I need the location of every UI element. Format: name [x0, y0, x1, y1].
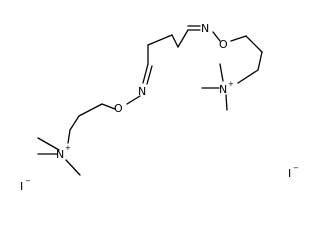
- iodide-right-charge: −: [293, 164, 299, 172]
- iodide-left-charge: −: [25, 177, 31, 185]
- bond-chain-right-3: [237, 69, 259, 84]
- charge-ammonium-right: +: [228, 80, 234, 88]
- charge-ammonium-left: +: [65, 144, 71, 152]
- bond-n-o-right: [212, 31, 221, 42]
- iodide-right-symbol: I: [288, 167, 291, 180]
- atom-n-imine-right: N: [201, 22, 209, 35]
- bond-c3-c4: [171, 34, 179, 48]
- bond-chain-left-3: [67, 129, 71, 144]
- atom-n-ammonium-left: N: [56, 148, 64, 161]
- atom-o-oxime-left: O: [114, 102, 123, 115]
- bond-o-c-right: [230, 35, 247, 42]
- bond-n-o-left: [126, 95, 141, 105]
- bond-chain-right-2: [257, 51, 263, 71]
- bond-chain-left-2: [69, 115, 80, 131]
- atom-n-ammonium-right: N: [219, 83, 227, 96]
- bond-c4-c5: [177, 29, 189, 48]
- bond-imine-left-1: [142, 63, 149, 84]
- bond-c2-c3: [147, 34, 173, 46]
- molecule-structure: N O N + N O N + I − I −: [20, 22, 299, 193]
- bond-imine-left-2: [146, 65, 153, 85]
- bond-chain-right-1: [245, 35, 263, 53]
- bond-methyl-left-top: [37, 137, 60, 151]
- bond-methyl-right-top: [219, 63, 224, 82]
- bond-methyl-left-bottom: [65, 159, 81, 176]
- bond-o-c-left: [101, 103, 116, 110]
- iodide-left-symbol: I: [20, 180, 23, 193]
- atom-o-oxime-right: O: [219, 38, 228, 51]
- bond-chain-left-1: [78, 103, 103, 117]
- bond-methyl-right-bottom: [225, 94, 228, 111]
- atom-n-imine-left: N: [138, 85, 146, 98]
